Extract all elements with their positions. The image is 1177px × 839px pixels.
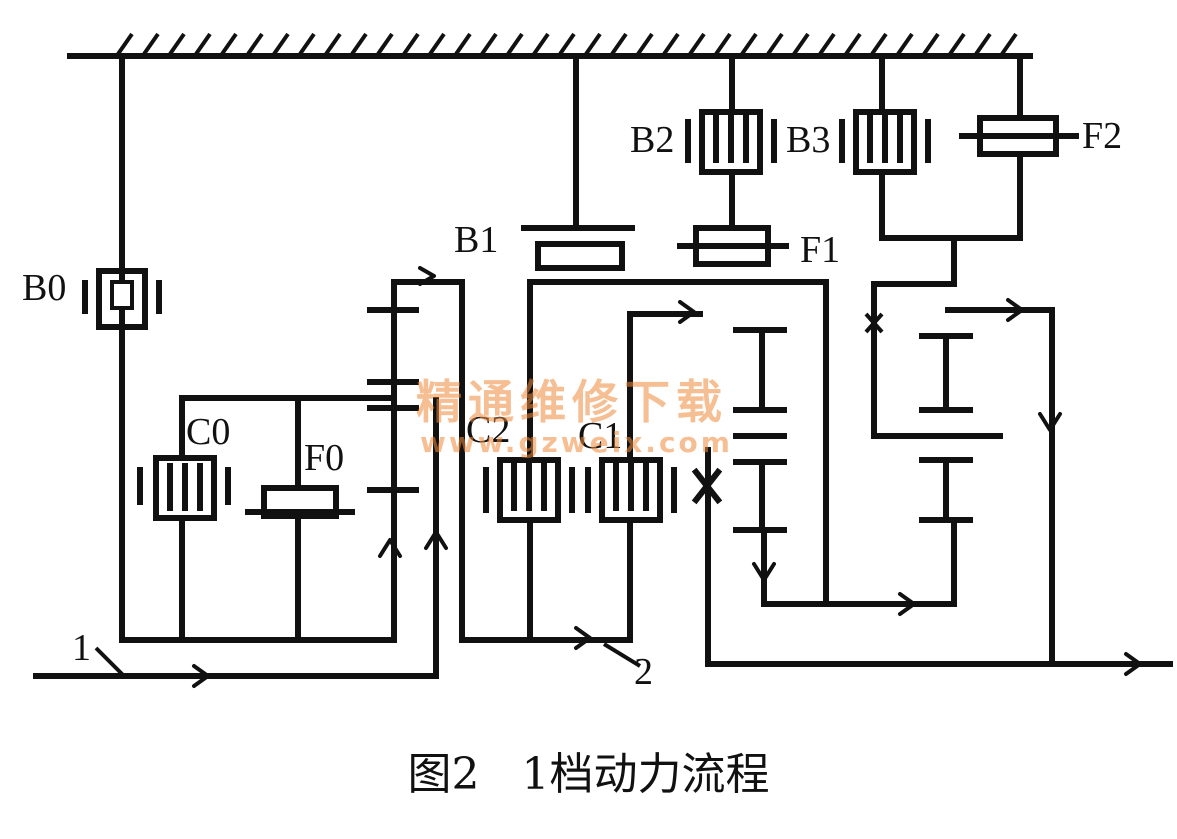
- hatch-mark: [376, 32, 394, 56]
- label-f0: F0: [304, 437, 344, 479]
- label-f1: F1: [800, 229, 840, 271]
- ground-housing: [67, 32, 1033, 59]
- watermark: 精通维修下载 www.gzweix.com: [416, 375, 733, 459]
- label-b3: B3: [786, 119, 830, 161]
- f0-one-way-clutch: [245, 485, 355, 519]
- hatch-mark: [662, 32, 680, 56]
- hatch-mark: [870, 32, 888, 56]
- c0-clutch: [137, 455, 231, 521]
- hatch-mark: [818, 32, 836, 56]
- hatch-mark: [974, 32, 992, 56]
- cross-mark-rear: [864, 312, 884, 334]
- label-c2: C2: [466, 409, 510, 451]
- b0-brake-path: [82, 53, 162, 643]
- label-b2: B2: [630, 119, 674, 161]
- hatch-mark: [272, 32, 290, 56]
- hatch-mark: [220, 32, 238, 56]
- cross-mark-front: [691, 467, 723, 505]
- label-b0: B0: [22, 267, 66, 309]
- hatch-mark: [532, 32, 550, 56]
- hatch-mark: [350, 32, 368, 56]
- hatch-mark: [584, 32, 602, 56]
- output-shaft: [33, 659, 1173, 679]
- arrow-front-down: [752, 562, 776, 582]
- component-labels: B0 C0 F0 B1 B2 B3 F1 F2 C2 C1 1 2: [22, 115, 1122, 693]
- label-c0: C0: [186, 411, 230, 453]
- label-input-1: 1: [72, 627, 91, 669]
- label-f2: F2: [1082, 115, 1122, 157]
- figure-title: 1档动力流程: [521, 749, 770, 800]
- c2-clutch: [483, 457, 575, 523]
- hatch-mark: [922, 32, 940, 56]
- arrow-overdrive-up: [378, 538, 402, 558]
- f2-one-way-clutch: [879, 53, 1079, 287]
- hatch-mark: [324, 32, 342, 56]
- hatch-mark: [194, 32, 212, 56]
- arrow-intermediate: [574, 626, 592, 650]
- arrow-c1: [678, 300, 696, 324]
- hatch-mark: [402, 32, 420, 56]
- hatch-mark: [610, 32, 628, 56]
- hatch-mark: [168, 32, 186, 56]
- hatch-mark: [740, 32, 758, 56]
- watermark-cn: 精通维修下载: [416, 375, 728, 429]
- arrow-rear-down: [1038, 412, 1062, 432]
- hatch-mark: [428, 32, 446, 56]
- arrow-output: [1124, 652, 1142, 676]
- rear-planetary: [871, 281, 1055, 667]
- watermark-url: www.gzweix.com: [420, 426, 733, 459]
- overdrive-planetary: [367, 279, 463, 665]
- hatch-mark: [506, 32, 524, 56]
- hatch-mark: [142, 32, 160, 56]
- power-flow-arrows: [94, 266, 1142, 688]
- arrow-rear-ring: [1006, 298, 1024, 322]
- f1-one-way-clutch: [677, 225, 789, 267]
- hatch-mark: [896, 32, 914, 56]
- label-input-2: 2: [634, 651, 653, 693]
- b2-brake: [685, 53, 777, 231]
- arrow-overdrive-up-2: [424, 530, 448, 550]
- b1-brake: [521, 53, 829, 607]
- label-b1: B1: [454, 219, 498, 261]
- hatch-mark: [792, 32, 810, 56]
- c1-clutch: [585, 457, 677, 523]
- hatch-mark: [844, 32, 862, 56]
- hatch-mark: [688, 32, 706, 56]
- arrow-input: [192, 664, 210, 688]
- label-c1: C1: [578, 415, 622, 457]
- hatch-mark: [246, 32, 264, 56]
- hatch-mark: [714, 32, 732, 56]
- hatch-mark: [298, 32, 316, 56]
- hatch-mark: [116, 32, 134, 56]
- front-planetary: [705, 327, 957, 667]
- arrow-overdrive-out: [418, 266, 436, 286]
- hatch-mark: [480, 32, 498, 56]
- figure-number: 图2: [407, 749, 480, 800]
- hatch-mark: [766, 32, 784, 56]
- hatch-mark: [454, 32, 472, 56]
- b3-brake: [839, 53, 931, 241]
- hatch-mark: [558, 32, 576, 56]
- arrow-carrier: [898, 592, 916, 616]
- figure-caption: 图2 1档动力流程: [0, 738, 1177, 802]
- hatch-mark: [1000, 32, 1018, 56]
- hatch-mark: [948, 32, 966, 56]
- hatch-mark: [636, 32, 654, 56]
